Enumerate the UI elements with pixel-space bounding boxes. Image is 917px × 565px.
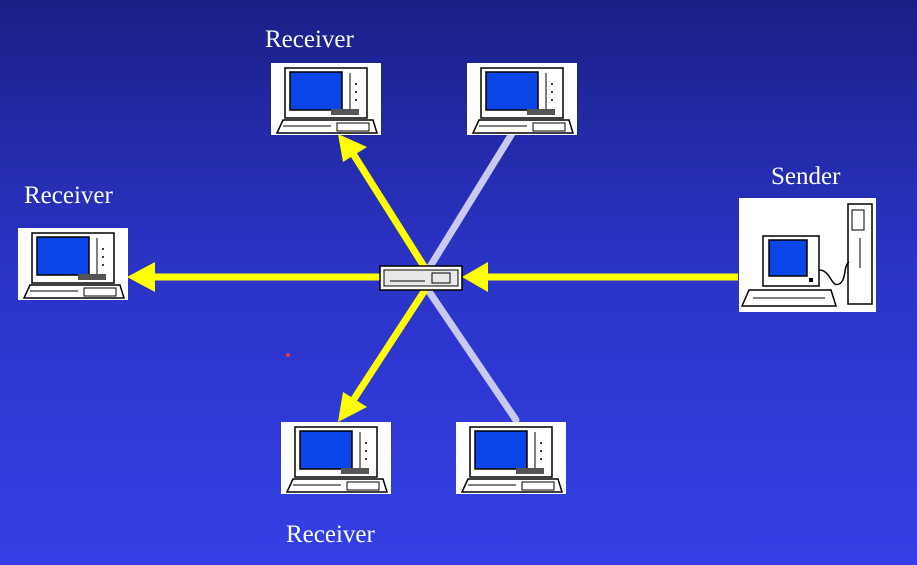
stray-dot: [286, 353, 290, 357]
receiver-top-label: Receiver: [265, 26, 354, 53]
computer-receiver-left-icon: [17, 227, 129, 301]
computer-receiver-bottom-icon: [280, 421, 392, 495]
receiver-bottom-label: Receiver: [286, 521, 375, 548]
computer-sender-icon: [738, 197, 877, 313]
receiver-left-label: Receiver: [24, 182, 113, 209]
link-bottom-right: [424, 286, 520, 424]
computer-top-right-icon: [466, 62, 578, 136]
computer-receiver-top-icon: [270, 62, 382, 136]
arrow-to-left-receiver: [127, 262, 155, 292]
arrow-to-bottom-receiver: [338, 392, 367, 422]
link-hub-to-bottom: [349, 288, 428, 404]
sender-label: Sender: [771, 163, 841, 190]
link-top-right: [424, 128, 517, 274]
link-hub-to-top: [349, 150, 428, 270]
computer-bottom-right-icon: [455, 421, 567, 495]
hub-icon: [379, 265, 463, 291]
arrow-into-hub: [462, 262, 488, 292]
arrow-to-top-receiver: [338, 134, 367, 162]
